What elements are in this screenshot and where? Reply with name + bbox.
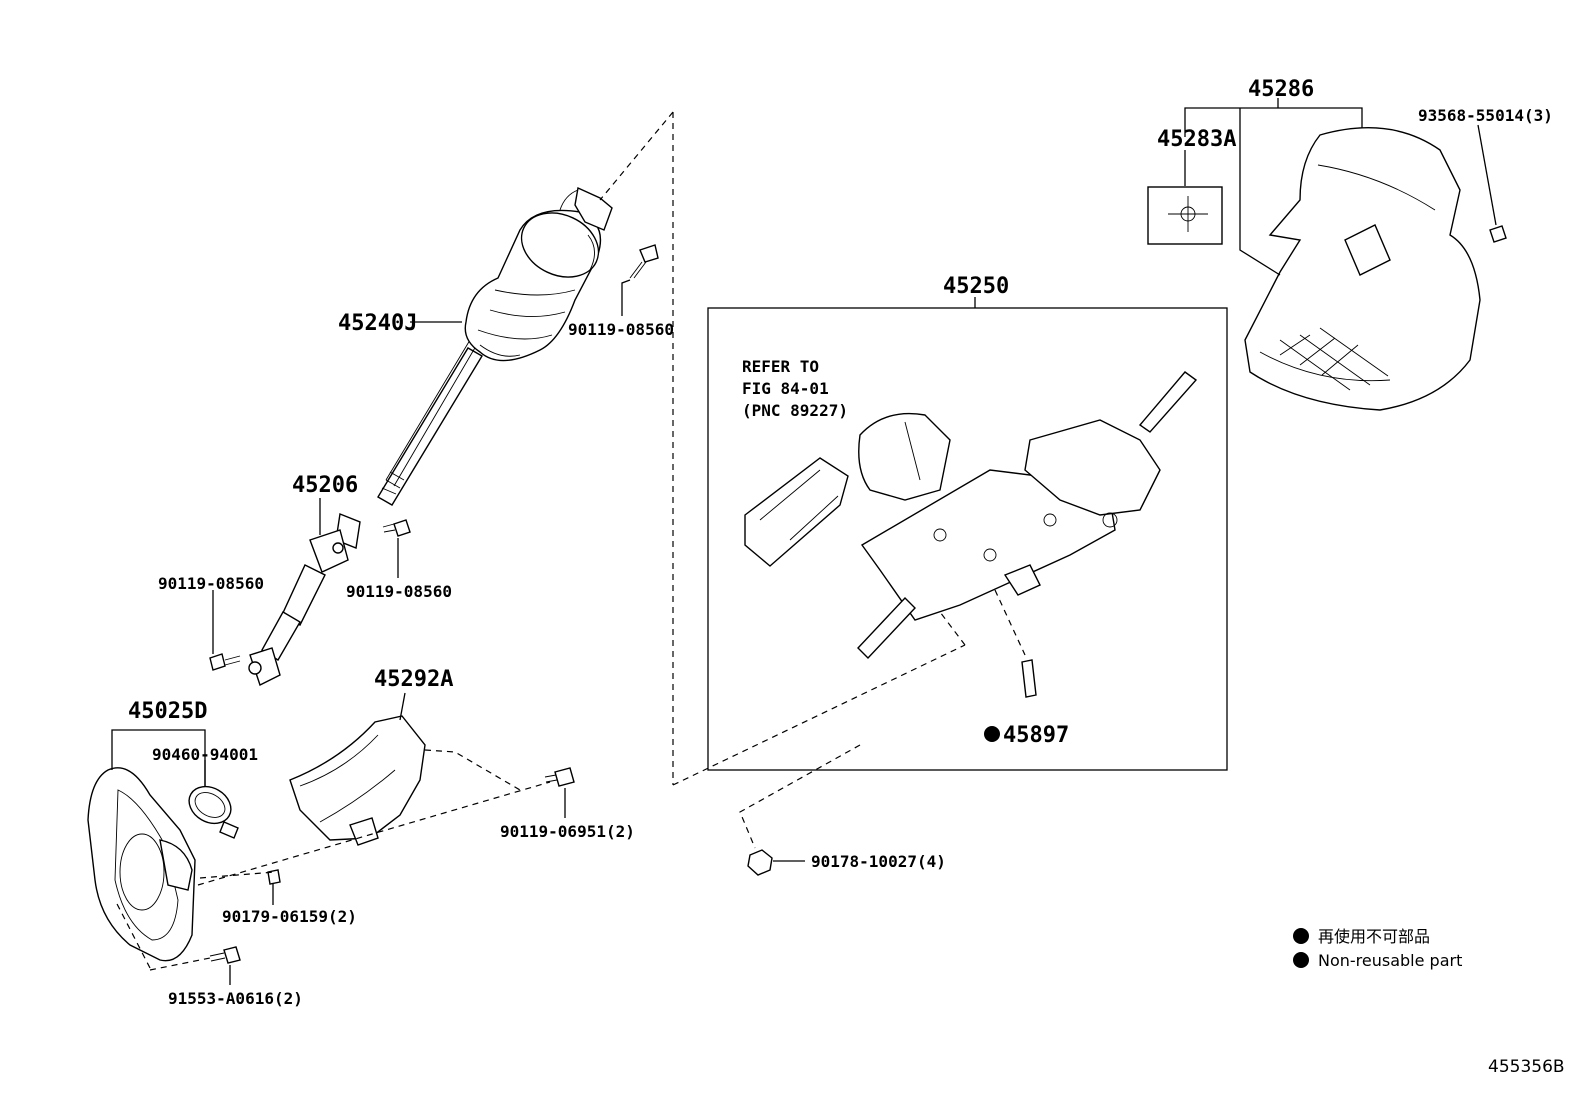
label-45897: 45897 (1003, 723, 1069, 748)
legend-jp-text: 再使用不可部品 (1318, 927, 1430, 946)
steering-shaft-45240J-drawing (377, 186, 613, 506)
label-45240J: 45240J (338, 311, 417, 336)
emblem-45283A-drawing (1147, 186, 1223, 245)
nut-90178-10027-drawing (747, 849, 773, 876)
screw-93568-55014-drawing (1489, 225, 1507, 243)
label-45025D: 45025D (128, 699, 207, 724)
cover-45292A-drawing (289, 715, 426, 846)
label-refer-line2: FIG 84-01 (742, 379, 829, 398)
label-45292A: 45292A (374, 667, 453, 692)
label-45283A: 45283A (1157, 127, 1236, 152)
legend-en-text: Non-reusable part (1318, 951, 1462, 970)
legend-jp-bullet-icon (1293, 928, 1309, 944)
bolt-90119-06951-drawing (544, 767, 575, 787)
label-90119-08560-mid: 90119-08560 (346, 582, 452, 601)
nonreusable-marker-icon (984, 726, 1000, 742)
label-90119-08560-left: 90119-08560 (158, 574, 264, 593)
clamp-90460-94001-drawing (188, 785, 239, 839)
label-90178-10027: 90178-10027(4) (811, 852, 946, 871)
label-refer-line1: REFER TO (742, 357, 819, 376)
legend: 再使用不可部品 Non-reusable part (1293, 927, 1462, 970)
label-refer-line3: (PNC 89227) (742, 401, 848, 420)
leader-lines (111, 98, 1497, 985)
column-assembly-box (707, 307, 1228, 771)
bolt-90119-08560-mid-drawing (382, 519, 411, 537)
label-90460-94001: 90460-94001 (152, 745, 258, 764)
label-93568-55014: 93568-55014(3) (1418, 106, 1553, 125)
column-cover-45286-drawing (1244, 127, 1481, 411)
label-90119-08560-top: 90119-08560 (568, 320, 674, 339)
nut-90179-06159-drawing (267, 869, 281, 885)
universal-joint-45206-drawing (248, 513, 361, 686)
label-91553-A0616: 91553-A0616(2) (168, 989, 303, 1008)
bolt-91553-A0616-drawing (209, 946, 241, 964)
figure-id: 455356B (1488, 1057, 1565, 1077)
bolt-90119-08560-left-drawing (209, 653, 241, 671)
bolt-90119-08560-top-drawing (629, 244, 659, 279)
label-45250: 45250 (943, 274, 1009, 299)
dust-cover-45025D-drawing (87, 767, 196, 962)
legend-en-bullet-icon (1293, 952, 1309, 968)
label-45206: 45206 (292, 473, 358, 498)
steering-column-45250-drawing (744, 371, 1198, 698)
label-45286: 45286 (1248, 77, 1314, 102)
label-90179-06159: 90179-06159(2) (222, 907, 357, 926)
label-90119-06951: 90119-06951(2) (500, 822, 635, 841)
